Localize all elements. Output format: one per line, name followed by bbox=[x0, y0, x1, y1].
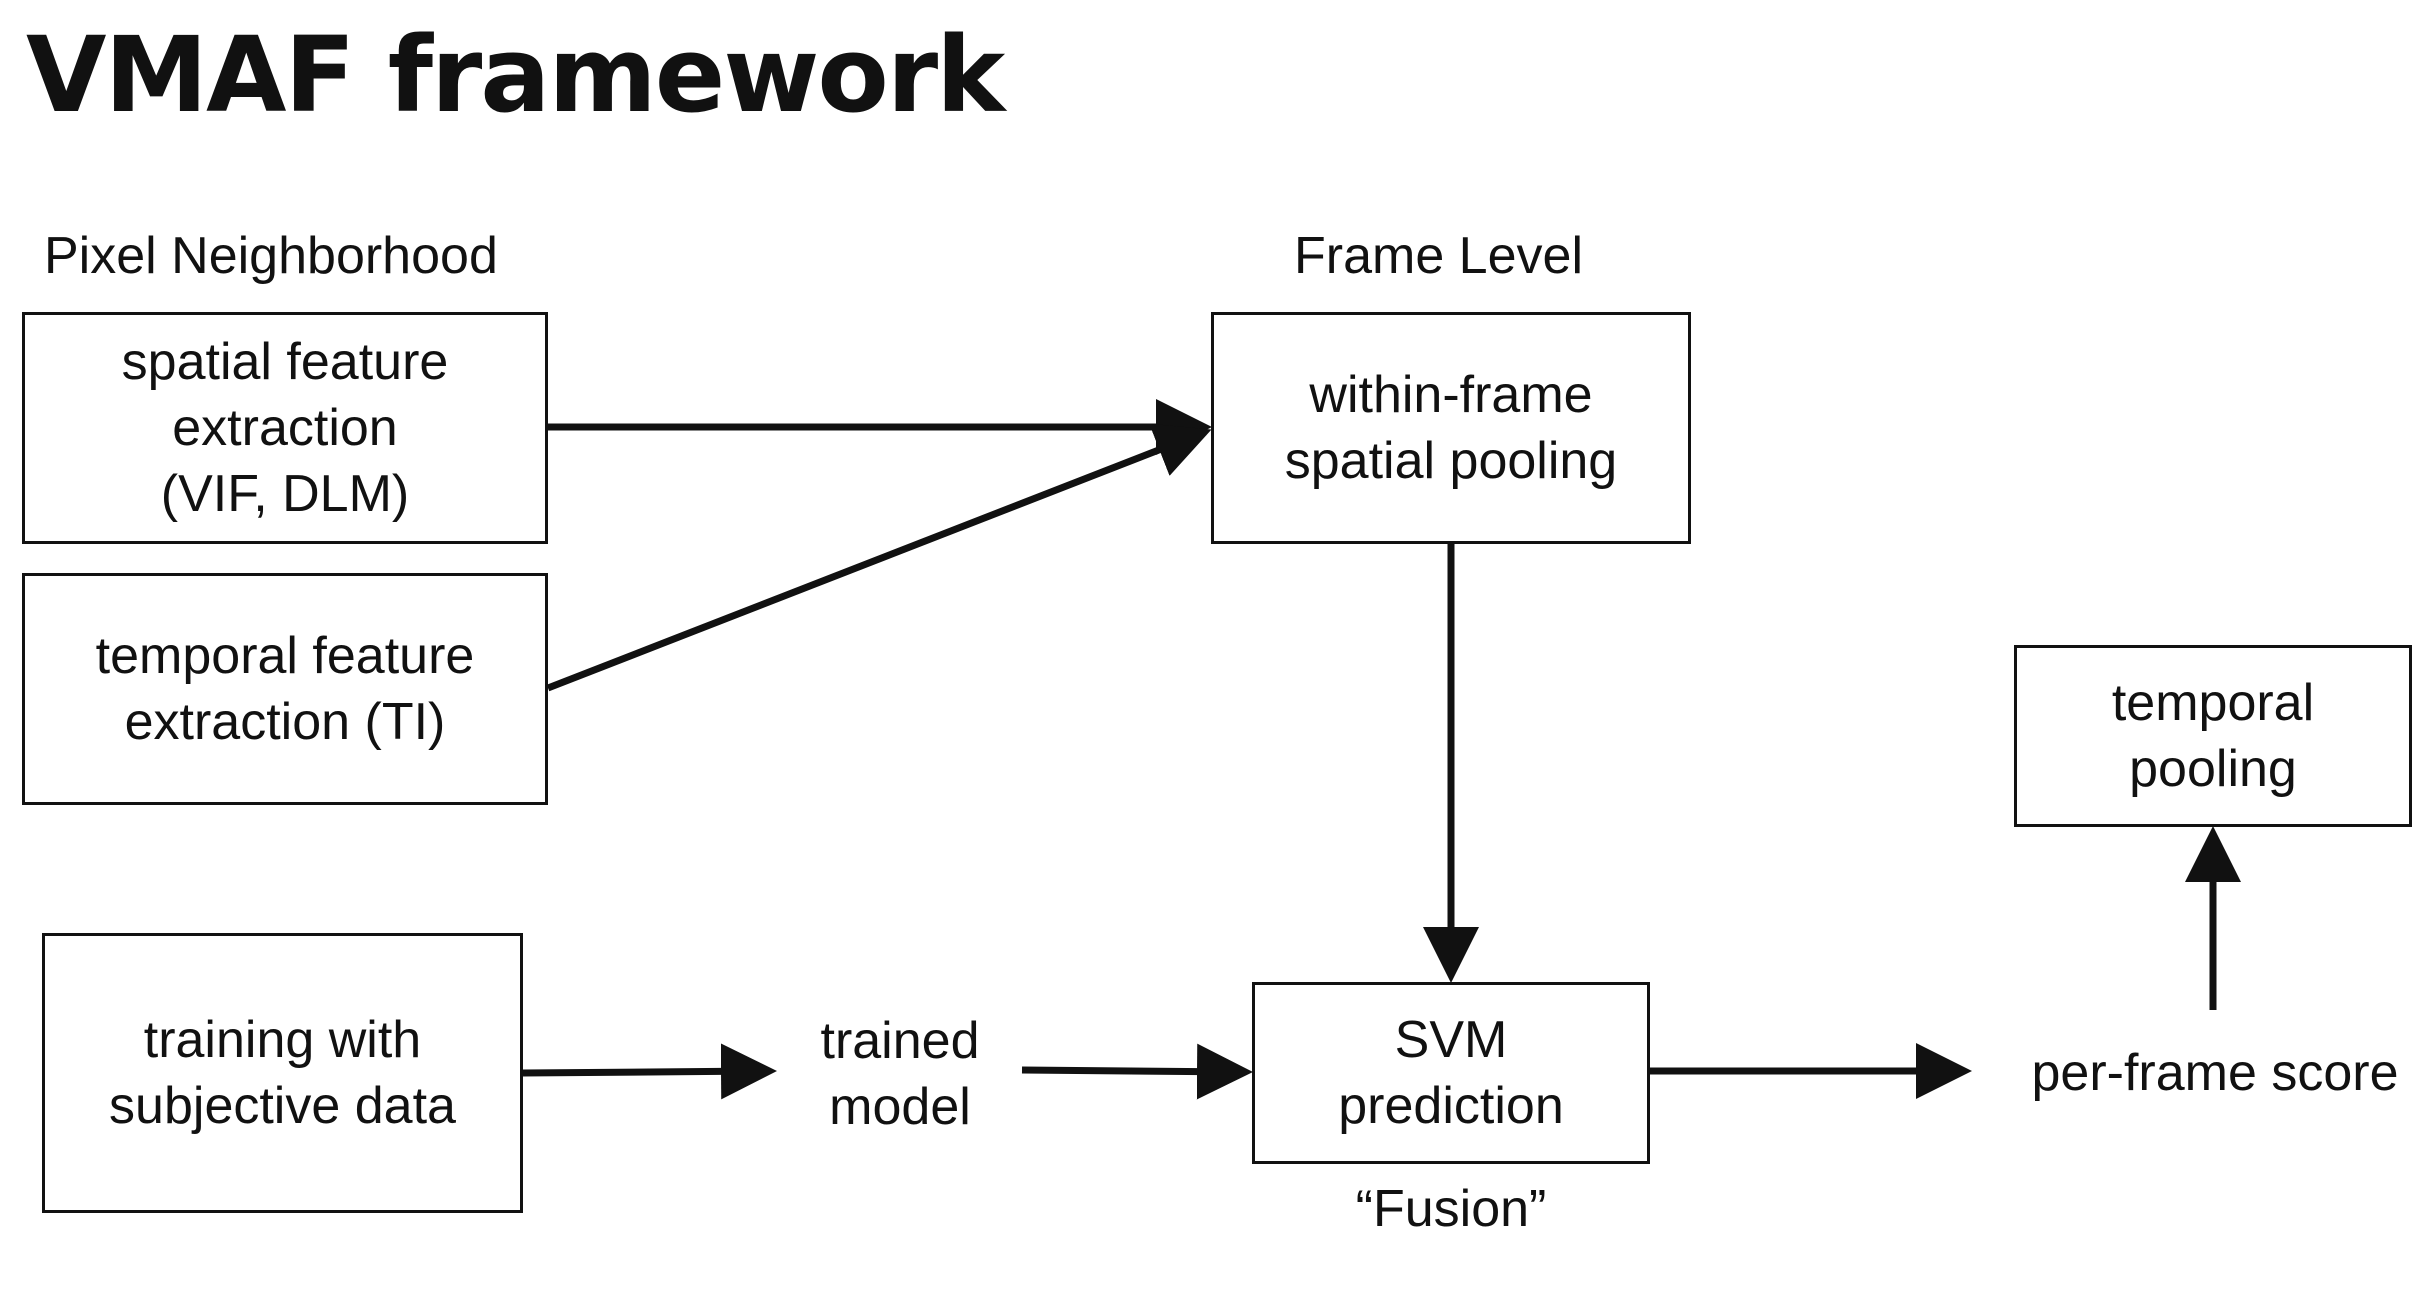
fusion-label: “Fusion” bbox=[1355, 1180, 1547, 1238]
arrow-model-to-svm bbox=[1021, 1043, 1253, 1100]
spatial-feature-extraction-box: spatial feature extraction (VIF, DLM) bbox=[22, 312, 548, 544]
temporal-pooling-label: temporal pooling bbox=[2111, 674, 2315, 798]
temporal-feature-extraction-label: temporal feature extraction (TI) bbox=[95, 627, 475, 751]
temporal-feature-extraction-box: temporal feature extraction (TI) bbox=[22, 573, 548, 805]
page-title: VMAF framework bbox=[26, 14, 1005, 136]
section-label-pixel-neighborhood: Pixel Neighborhood bbox=[44, 227, 498, 285]
temporal-pooling-box: temporal pooling bbox=[2014, 645, 2412, 827]
svm-prediction-label: SVM prediction bbox=[1338, 1011, 1564, 1135]
spatial-pooling-box: within-frame spatial pooling bbox=[1211, 312, 1691, 544]
trained-model-label: trained model bbox=[820, 1012, 980, 1136]
arrow-temporal-to-pooling bbox=[546, 423, 1212, 692]
training-box: training with subjective data bbox=[42, 933, 523, 1213]
section-label-frame-level: Frame Level bbox=[1294, 227, 1583, 285]
training-label: training with subjective data bbox=[109, 1011, 456, 1135]
spatial-pooling-label: within-frame spatial pooling bbox=[1284, 366, 1618, 490]
spatial-feature-extraction-label: spatial feature extraction (VIF, DLM) bbox=[121, 333, 449, 523]
per-frame-score-label: per-frame score bbox=[2031, 1044, 2399, 1102]
svm-prediction-box: SVM prediction bbox=[1252, 982, 1650, 1164]
arrow-training-to-model bbox=[522, 1043, 777, 1100]
